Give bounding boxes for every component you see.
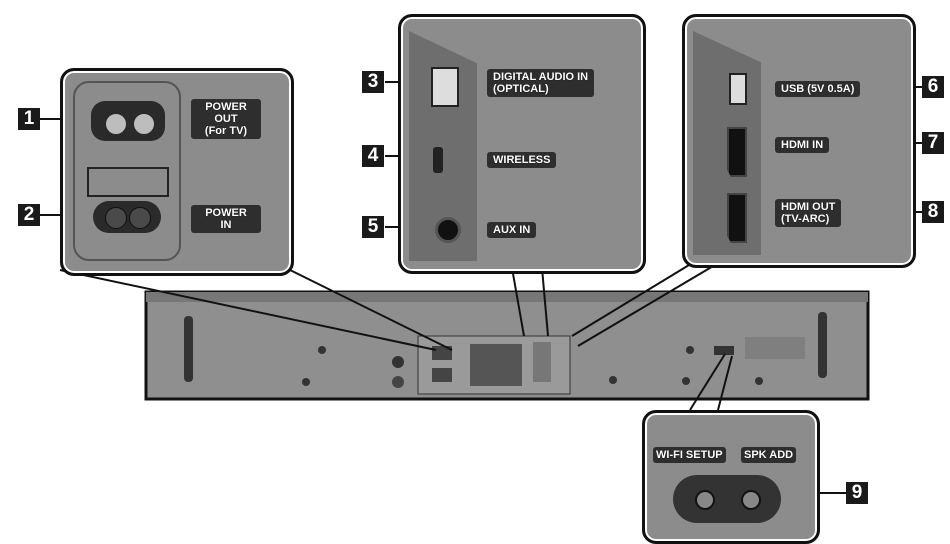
screw-hole bbox=[318, 346, 326, 354]
callout-6: 6 bbox=[922, 76, 944, 98]
screw-hole bbox=[755, 377, 763, 385]
wifi-setup-label: WI-FI SETUP bbox=[653, 447, 726, 463]
wireless-port bbox=[433, 147, 443, 173]
power-in-socket bbox=[93, 201, 161, 233]
aux-port bbox=[435, 217, 461, 243]
screw-hole bbox=[302, 378, 310, 386]
callout-9: 9 bbox=[846, 482, 868, 504]
screw-hole bbox=[609, 376, 617, 384]
power-out-socket bbox=[91, 101, 165, 141]
callout-3: 3 bbox=[362, 71, 384, 93]
button-housing bbox=[673, 475, 781, 523]
screw-hole bbox=[392, 356, 404, 368]
callout-5: 5 bbox=[362, 216, 384, 238]
aux-in-label: AUX IN bbox=[487, 222, 537, 238]
port-block bbox=[533, 342, 551, 382]
soundbar-slot-left bbox=[184, 316, 193, 382]
spk-add-label: SPK ADD bbox=[741, 447, 797, 463]
port-power-out bbox=[432, 346, 452, 360]
hdmi-in-port bbox=[727, 127, 747, 177]
callout-4: 4 bbox=[362, 145, 384, 167]
hdmi-in-label: HDMI IN bbox=[775, 137, 830, 153]
screw-hole bbox=[682, 377, 690, 385]
callout-8: 8 bbox=[922, 201, 944, 223]
wifi-setup-button[interactable] bbox=[695, 490, 715, 510]
soundbar-slot-right bbox=[818, 312, 827, 378]
callout-2: 2 bbox=[18, 204, 40, 226]
screw-hole bbox=[686, 346, 694, 354]
port-power-in bbox=[432, 368, 452, 382]
callout-1: 1 bbox=[18, 108, 40, 130]
hdmi-panel: USB (5V 0.5A) HDMI IN HDMI OUT(TV-ARC) bbox=[682, 14, 916, 268]
audio-input-panel: DIGITAL AUDIO IN(OPTICAL) WIRELESS AUX I… bbox=[398, 14, 646, 274]
hdmi-out-port bbox=[727, 193, 747, 243]
power-in-label-box bbox=[87, 167, 169, 197]
soundbar-label-plate bbox=[745, 337, 805, 359]
spk-add-button[interactable] bbox=[741, 490, 761, 510]
optical-port bbox=[431, 67, 459, 107]
soundbar-top-edge bbox=[146, 292, 868, 302]
power-panel-inner bbox=[73, 81, 181, 261]
button-panel: WI-FI SETUP SPK ADD bbox=[642, 410, 820, 544]
wireless-label: WIRELESS bbox=[487, 152, 557, 168]
callout-7: 7 bbox=[922, 132, 944, 154]
usb-label: USB (5V 0.5A) bbox=[775, 81, 861, 97]
soundbar-button-area bbox=[714, 346, 734, 355]
usb-port bbox=[729, 73, 747, 105]
hdmi-out-label: HDMI OUT(TV-ARC) bbox=[775, 199, 842, 227]
port-block bbox=[470, 344, 522, 386]
digital-audio-in-label: DIGITAL AUDIO IN(OPTICAL) bbox=[487, 69, 595, 97]
screw-hole bbox=[392, 376, 404, 388]
